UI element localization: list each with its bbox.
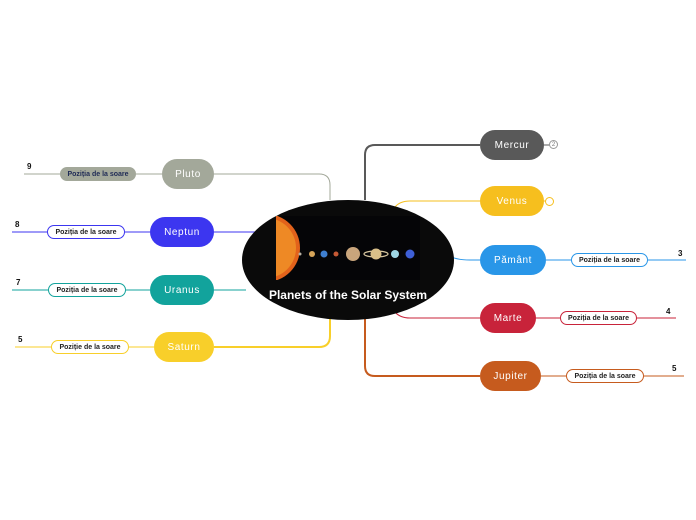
subtopic-neptun-position[interactable]: Poziția de la soare bbox=[47, 225, 125, 239]
solar-system-image bbox=[276, 216, 420, 280]
connector-saturn bbox=[214, 318, 331, 348]
topic-venus[interactable]: Venus bbox=[480, 186, 544, 216]
topic-pamant[interactable]: Pământ bbox=[480, 245, 546, 275]
connector-jupiter bbox=[364, 318, 480, 377]
central-topic-title: Planets of the Solar System bbox=[268, 288, 428, 302]
marte-position-number: 4 bbox=[666, 307, 671, 316]
jupiter-position-number: 5 bbox=[672, 364, 677, 373]
neptun-position-number: 8 bbox=[15, 220, 20, 229]
topic-mercur[interactable]: Mercur bbox=[480, 130, 544, 160]
subtopic-uranus-position[interactable]: Poziția de la soare bbox=[48, 283, 126, 297]
topic-saturn[interactable]: Saturn bbox=[154, 332, 214, 362]
subtopic-saturn-position[interactable]: Poziție de la soare bbox=[51, 340, 129, 354]
connector-venus bbox=[394, 200, 480, 208]
connector-marte bbox=[394, 311, 480, 319]
subtopic-jupiter-position[interactable]: Poziția de la soare bbox=[566, 369, 644, 383]
topic-uranus[interactable]: Uranus bbox=[150, 275, 214, 305]
uranus-position-number: 7 bbox=[16, 278, 21, 287]
pluto-position-number: 9 bbox=[27, 162, 32, 171]
pamant-position-number: 3 bbox=[678, 249, 683, 258]
collapsed-count-badge-mercur[interactable]: 2 bbox=[549, 140, 558, 149]
central-topic[interactable]: Planets of the Solar System bbox=[242, 200, 454, 320]
topic-jupiter[interactable]: Jupiter bbox=[480, 361, 541, 391]
connector-mercur bbox=[364, 144, 480, 200]
topic-pluto[interactable]: Pluto bbox=[162, 159, 214, 189]
topic-neptun[interactable]: Neptun bbox=[150, 217, 214, 247]
topic-marte[interactable]: Marte bbox=[480, 303, 536, 333]
subtopic-pluto-position[interactable]: Poziția de la soare bbox=[60, 167, 136, 181]
connector-pluto bbox=[214, 173, 331, 200]
collapsed-badge-venus[interactable] bbox=[545, 197, 554, 206]
subtopic-marte-position[interactable]: Poziția de la soare bbox=[560, 311, 637, 325]
saturn-position-number: 5 bbox=[18, 335, 23, 344]
subtopic-pamant-position[interactable]: Poziția de la soare bbox=[571, 253, 648, 267]
